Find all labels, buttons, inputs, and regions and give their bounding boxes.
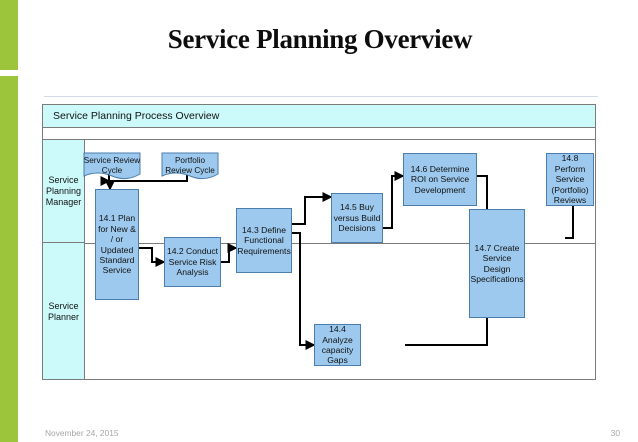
input-portfolio-review-cycle-label: Portfolio Review Cycle [165, 156, 215, 175]
step-14-2-text: 14.2 Conduct Service Risk Analysis [166, 246, 219, 278]
input-service-review-cycle[interactable]: Service Review Cycle [83, 152, 141, 180]
step-14-1[interactable]: 14.1 Plan for New & / or Updated Standar… [95, 189, 139, 300]
step-14-6[interactable]: 14.6 Determine ROI on Service Developmen… [403, 153, 477, 206]
diagram-header: Service Planning Process Overview [43, 105, 595, 128]
footer-date: November 24, 2015 [45, 428, 119, 438]
accent-bar-bottom [0, 76, 18, 442]
page-title: Service Planning Overview [167, 24, 473, 54]
step-14-5[interactable]: 14.5 Buy versus Build Decisions [331, 193, 383, 243]
diagram-canvas: Service Review Cycle Portfolio Review Cy… [43, 105, 595, 379]
connector-14-3-to-14-5 [292, 192, 333, 225]
document-shape-icon [161, 152, 219, 180]
connector-14-3-to-14-4 [292, 232, 316, 350]
step-14-8-text: 14.8 Perform Service (Portfolio) Reviews [551, 153, 589, 206]
step-14-1-text: 14.1 Plan for New & / or Updated Standar… [98, 213, 136, 276]
step-14-3[interactable]: 14.3 Define Functional Requirements [236, 208, 292, 273]
swimlane-divider [85, 243, 595, 244]
step-14-3-text: 14.3 Define Functional Requirements [237, 224, 291, 256]
step-14-2[interactable]: 14.2 Conduct Service Risk Analysis [164, 237, 221, 287]
step-14-7[interactable]: 14.7 Create Service Design Specification… [469, 209, 525, 318]
connector-14-5-to-14-6 [383, 171, 405, 229]
step-14-7-text: 14.7 Create Service Design Specification… [470, 242, 524, 284]
input-portfolio-review-cycle[interactable]: Portfolio Review Cycle [161, 152, 219, 180]
title-divider [44, 96, 598, 97]
swimlane-label-service-planning-manager: Service Planning Manager [43, 140, 84, 243]
footer-page-number: 30 [610, 428, 620, 438]
step-14-4[interactable]: 14.4 Analyze capacity Gaps [314, 324, 361, 366]
step-14-5-text: 14.5 Buy versus Build Decisions [333, 202, 381, 234]
step-14-8[interactable]: 14.8 Perform Service (Portfolio) Reviews [546, 153, 594, 206]
process-diagram: Service Planning Process Overview Servic… [42, 104, 596, 380]
step-14-6-text: 14.6 Determine ROI on Service Developmen… [410, 163, 470, 195]
swimlane-label-column: Service Planning Manager Service Planner [43, 140, 85, 379]
connector-14-1-to-14-2 [139, 247, 166, 267]
diagram-subheader-band [43, 128, 595, 140]
accent-bar-top [0, 0, 18, 70]
swimlane-label-service-planner: Service Planner [47, 300, 80, 322]
connector-14-2-to-14-3 [221, 243, 238, 263]
input-service-review-cycle-label: Service Review Cycle [83, 156, 141, 175]
step-14-4-text: 14.4 Analyze capacity Gaps [321, 324, 354, 366]
